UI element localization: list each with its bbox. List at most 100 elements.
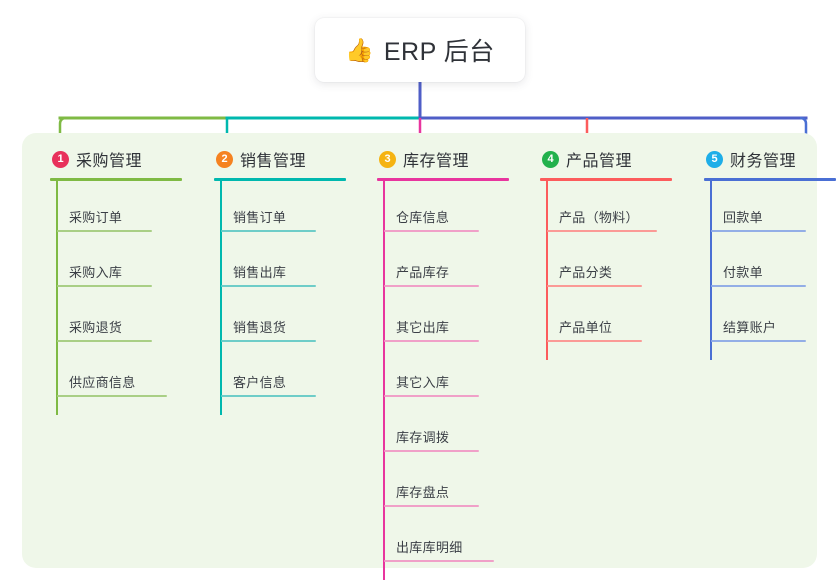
leaf-node[interactable]: 产品分类 <box>526 236 676 291</box>
leaf-node[interactable]: 付款单 <box>690 236 839 291</box>
leaf-label: 库存盘点 <box>396 485 450 500</box>
leaf-rule <box>384 285 479 287</box>
branch-stem <box>710 181 712 360</box>
leaf-label: 产品分类 <box>559 265 613 280</box>
leaf-rule <box>384 340 479 342</box>
branch-column-5: 5 财务管理回款单付款单结算账户 <box>690 145 839 360</box>
leaf-node[interactable]: 回款单 <box>690 181 839 236</box>
branch-title: 库存管理 <box>403 153 470 170</box>
branch-children: 产品（物料） 产品分类产品单位 <box>526 181 676 346</box>
leaf-node[interactable]: 产品单位 <box>526 291 676 346</box>
leaf-label: 产品（物料） <box>559 210 639 225</box>
branch-column-4: 4 产品管理产品（物料） 产品分类产品单位 <box>526 145 676 360</box>
branch-number-badge: 1 <box>52 150 69 168</box>
leaf-label: 产品库存 <box>396 265 450 280</box>
leaf-node[interactable]: 销售出库 <box>200 236 350 291</box>
branch-children: 采购订单采购入库采购退货供应商信息 <box>36 181 186 401</box>
leaf-node[interactable]: 产品（物料） <box>526 181 676 236</box>
diagram-panel <box>22 133 817 568</box>
leaf-rule <box>711 285 806 287</box>
leaf-rule <box>221 340 316 342</box>
branch-header-3[interactable]: 3 库存管理 <box>363 145 513 173</box>
leaf-label: 供应商信息 <box>69 375 136 390</box>
branch-children: 仓库信息产品库存其它出库其它入库库存调拨库存盘点出库库明细 <box>363 181 513 566</box>
branch-header-rule <box>377 178 509 181</box>
thumbs-up-icon: 👍 <box>345 36 374 63</box>
leaf-rule <box>221 285 316 287</box>
leaf-node[interactable]: 产品库存 <box>363 236 513 291</box>
branch-header-4[interactable]: 4 产品管理 <box>526 145 676 173</box>
leaf-node[interactable]: 库存调拨 <box>363 401 513 456</box>
leaf-rule <box>221 395 316 397</box>
leaf-node[interactable]: 其它入库 <box>363 346 513 401</box>
leaf-node[interactable]: 客户信息 <box>200 346 350 401</box>
leaf-label: 客户信息 <box>233 375 287 390</box>
leaf-node[interactable]: 采购订单 <box>36 181 186 236</box>
leaf-label: 采购入库 <box>69 265 123 280</box>
branch-title: 产品管理 <box>566 153 633 170</box>
root-node[interactable]: 👍 ERP 后台 <box>315 18 525 82</box>
branch-number-badge: 3 <box>379 150 396 168</box>
branch-stem <box>383 181 385 580</box>
leaf-label: 仓库信息 <box>396 210 450 225</box>
branch-stem <box>56 181 58 415</box>
leaf-rule <box>384 560 494 562</box>
leaf-label: 回款单 <box>723 210 763 225</box>
leaf-rule <box>57 395 167 397</box>
leaf-node[interactable]: 库存盘点 <box>363 456 513 511</box>
leaf-rule <box>384 230 479 232</box>
branch-header-rule <box>50 178 182 181</box>
leaf-node[interactable]: 销售订单 <box>200 181 350 236</box>
leaf-label: 结算账户 <box>723 320 777 335</box>
leaf-rule <box>57 340 152 342</box>
leaf-label: 其它入库 <box>396 375 450 390</box>
branch-title: 采购管理 <box>76 153 143 170</box>
branch-column-2: 2 销售管理销售订单销售出库销售退货客户信息 <box>200 145 350 415</box>
leaf-node[interactable]: 采购入库 <box>36 236 186 291</box>
leaf-node[interactable]: 采购退货 <box>36 291 186 346</box>
branch-number-badge: 2 <box>216 150 233 168</box>
leaf-rule <box>711 340 806 342</box>
leaf-label: 产品单位 <box>559 320 613 335</box>
branch-stem <box>220 181 222 415</box>
leaf-node[interactable]: 供应商信息 <box>36 346 186 401</box>
leaf-node[interactable]: 结算账户 <box>690 291 839 346</box>
root-node-label: ERP 后台 <box>383 38 495 66</box>
leaf-rule <box>384 505 479 507</box>
branch-number-badge: 4 <box>542 150 559 168</box>
leaf-rule <box>711 230 806 232</box>
leaf-label: 销售订单 <box>233 210 287 225</box>
leaf-node[interactable]: 出库库明细 <box>363 511 513 566</box>
branch-header-5[interactable]: 5 财务管理 <box>690 145 839 173</box>
leaf-rule <box>57 285 152 287</box>
branch-title: 销售管理 <box>240 153 307 170</box>
leaf-rule <box>547 230 657 232</box>
branch-children: 回款单付款单结算账户 <box>690 181 839 346</box>
leaf-label: 付款单 <box>723 265 763 280</box>
leaf-label: 出库库明细 <box>396 540 463 555</box>
branch-column-1: 1 采购管理采购订单采购入库采购退货供应商信息 <box>36 145 186 415</box>
leaf-node[interactable]: 销售退货 <box>200 291 350 346</box>
leaf-node[interactable]: 其它出库 <box>363 291 513 346</box>
leaf-node[interactable]: 仓库信息 <box>363 181 513 236</box>
leaf-rule <box>221 230 316 232</box>
branch-header-rule <box>540 178 672 181</box>
branch-header-1[interactable]: 1 采购管理 <box>36 145 186 173</box>
leaf-rule <box>57 230 152 232</box>
branch-number-badge: 5 <box>706 150 723 168</box>
leaf-label: 采购退货 <box>69 320 123 335</box>
leaf-label: 其它出库 <box>396 320 450 335</box>
leaf-rule <box>547 285 642 287</box>
leaf-label: 库存调拨 <box>396 430 450 445</box>
leaf-label: 销售出库 <box>233 265 287 280</box>
branch-column-3: 3 库存管理仓库信息产品库存其它出库其它入库库存调拨库存盘点出库库明细 <box>363 145 513 580</box>
leaf-label: 销售退货 <box>233 320 287 335</box>
leaf-label: 采购订单 <box>69 210 123 225</box>
branch-header-rule <box>704 178 836 181</box>
leaf-rule <box>384 395 479 397</box>
branch-title: 财务管理 <box>730 153 797 170</box>
branch-header-2[interactable]: 2 销售管理 <box>200 145 350 173</box>
branch-children: 销售订单销售出库销售退货客户信息 <box>200 181 350 401</box>
leaf-rule <box>384 450 479 452</box>
